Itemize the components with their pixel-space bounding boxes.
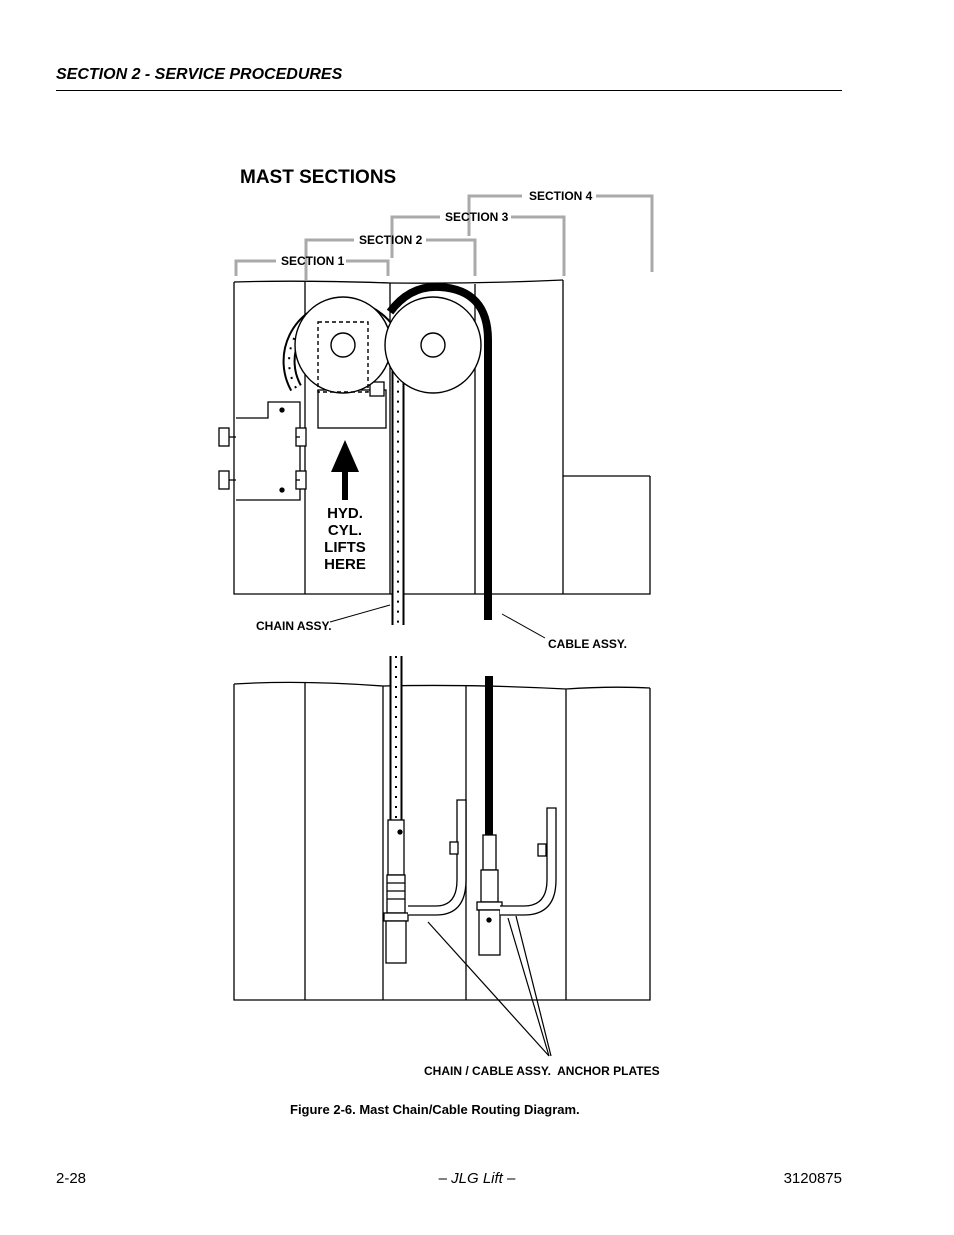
hyd-line-3: LIFTS [324, 539, 366, 556]
section-3-label: SECTION 3 [445, 210, 509, 224]
footer-center: – JLG Lift – [438, 1170, 516, 1187]
lower-mast [233, 681, 651, 1001]
section-brackets [234, 194, 654, 280]
sheave-2 [384, 296, 482, 394]
figure-title: MAST SECTIONS [240, 167, 396, 188]
header-rule [56, 90, 842, 91]
hyd-line-1: HYD. [327, 505, 363, 522]
upper-cable [386, 282, 492, 620]
anchor-label: CHAIN / CABLE ASSY. ANCHOR PLATES [424, 1064, 660, 1078]
hyd-line-4: HERE [324, 556, 366, 573]
section-1-label: SECTION 1 [281, 254, 345, 268]
page-number: 2-28 [56, 1170, 87, 1187]
section-header: SECTION 2 - SERVICE PROCEDURES [56, 66, 343, 83]
figure-caption: Figure 2-6. Mast Chain/Cable Routing Dia… [290, 1102, 580, 1117]
doc-number: 3120875 [783, 1170, 842, 1187]
chain-leader [329, 604, 391, 623]
cable-leader [501, 613, 546, 639]
cylinder-bracket [218, 401, 307, 501]
hyd-label: HYD. CYL. LIFTS HERE [324, 505, 366, 573]
cable-label: CABLE ASSY. [548, 637, 627, 651]
chain-anchor-plate [383, 799, 467, 964]
hyd-line-2: CYL. [328, 522, 362, 539]
up-arrow [331, 440, 359, 500]
sheave-block [317, 381, 387, 429]
section-2-label: SECTION 2 [359, 233, 423, 247]
cable-anchor-plate [476, 807, 557, 956]
anchor-leaders [427, 915, 552, 1057]
section-4-label: SECTION 4 [529, 189, 593, 203]
chain-label: CHAIN ASSY. [256, 619, 332, 633]
sheave-1 [294, 296, 392, 394]
